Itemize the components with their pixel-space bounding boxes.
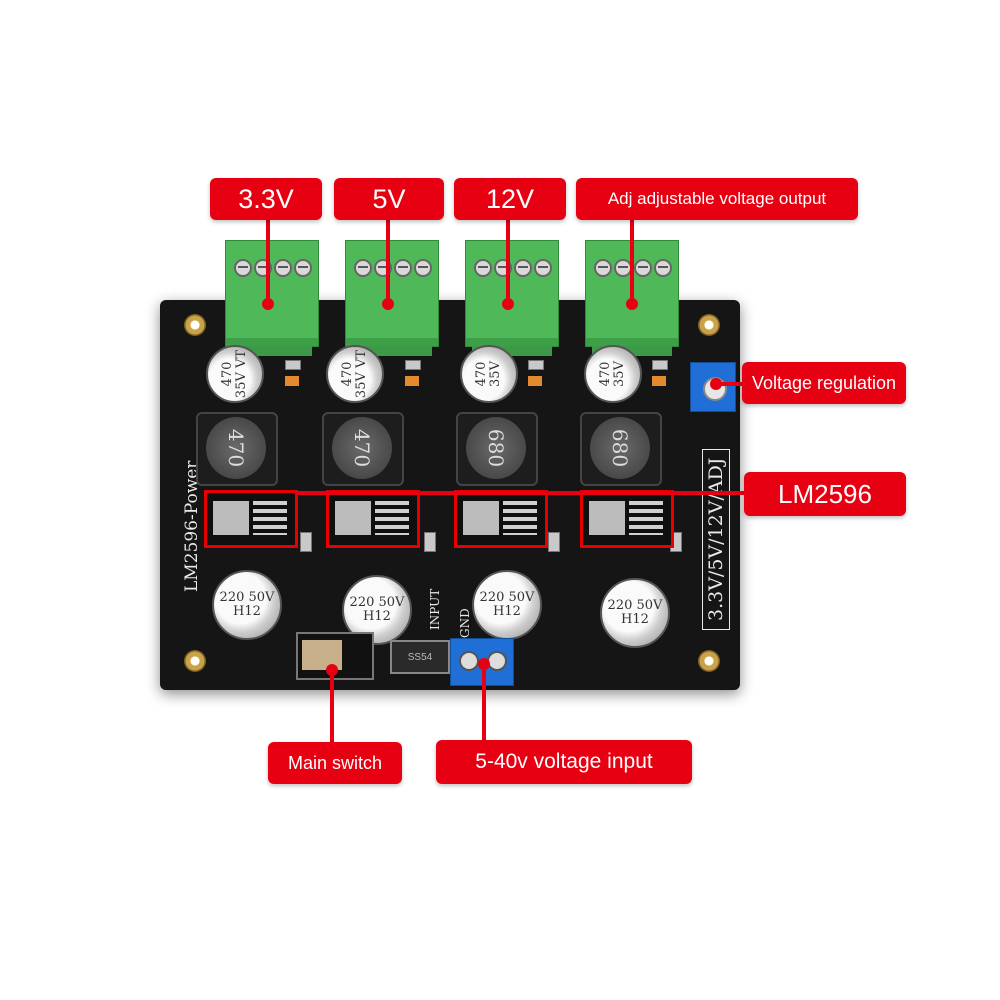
dot-adj: [626, 298, 638, 310]
line-adj: [630, 218, 634, 304]
smd-part: [548, 532, 560, 552]
inductor-2: 470: [322, 412, 404, 486]
label-5v: 5V: [334, 178, 444, 220]
cap-top-3: 470 35V: [460, 345, 518, 403]
label-3v3: 3.3V: [210, 178, 322, 220]
cap-bottom-3: 220 50V H12: [472, 570, 542, 640]
mount-hole-br: [698, 650, 720, 672]
label-voltage-input: 5-40v voltage input: [436, 740, 692, 784]
dot-3v3: [262, 298, 274, 310]
lm2596-chip-2: [326, 490, 420, 548]
label-lm2596: LM2596: [744, 472, 906, 516]
terminal-12v: [465, 240, 559, 356]
board-gnd-label: GND: [458, 608, 472, 638]
line-input: [482, 662, 486, 742]
label-voltage-regulation: Voltage regulation: [742, 362, 906, 404]
cap-bottom-4: 220 50V H12: [600, 578, 670, 648]
smd-part: [285, 360, 301, 370]
lm2596-chip-1: [204, 490, 298, 548]
line-regulation: [716, 382, 746, 386]
dot-5v: [382, 298, 394, 310]
line-5v: [386, 218, 390, 304]
inductor-1: 470: [196, 412, 278, 486]
board-outputs: 3.3V/5V/12V/ADJ: [702, 448, 730, 630]
board-input-label: INPUT: [428, 588, 442, 630]
terminal-5v: [345, 240, 439, 356]
cap-bottom-1: 220 50V H12: [212, 570, 282, 640]
smd-led: [528, 376, 542, 386]
lm2596-chip-3: [454, 490, 548, 548]
label-12v: 12V: [454, 178, 566, 220]
dot-switch: [326, 664, 338, 676]
mount-hole-tl: [184, 314, 206, 336]
smd-part: [652, 360, 668, 370]
dot-input: [478, 658, 490, 670]
smd-part: [424, 532, 436, 552]
inductor-3: 680: [456, 412, 538, 486]
main-switch[interactable]: [296, 632, 374, 680]
diode: SS54: [390, 640, 450, 674]
inductor-4: 680: [580, 412, 662, 486]
smd-led: [405, 376, 419, 386]
smd-part: [528, 360, 544, 370]
mount-hole-bl: [184, 650, 206, 672]
lm2596-chip-4: [580, 490, 674, 548]
dot-regulation: [710, 378, 722, 390]
cap-top-2: 470 35V VT: [326, 345, 384, 403]
dot-12v: [502, 298, 514, 310]
label-adj-output: Adj adjustable voltage output: [576, 178, 858, 220]
line-3v3: [266, 218, 270, 304]
cap-top-4: 470 35V: [584, 345, 642, 403]
smd-led: [285, 376, 299, 386]
line-lm2596: [296, 491, 746, 495]
terminal-3v3: [225, 240, 319, 356]
smd-part: [300, 532, 312, 552]
cap-top-1: 470 35V VT: [206, 345, 264, 403]
line-switch: [330, 668, 334, 744]
mount-hole-tr: [698, 314, 720, 336]
smd-part: [405, 360, 421, 370]
smd-led: [652, 376, 666, 386]
label-main-switch: Main switch: [268, 742, 402, 784]
line-12v: [506, 218, 510, 304]
